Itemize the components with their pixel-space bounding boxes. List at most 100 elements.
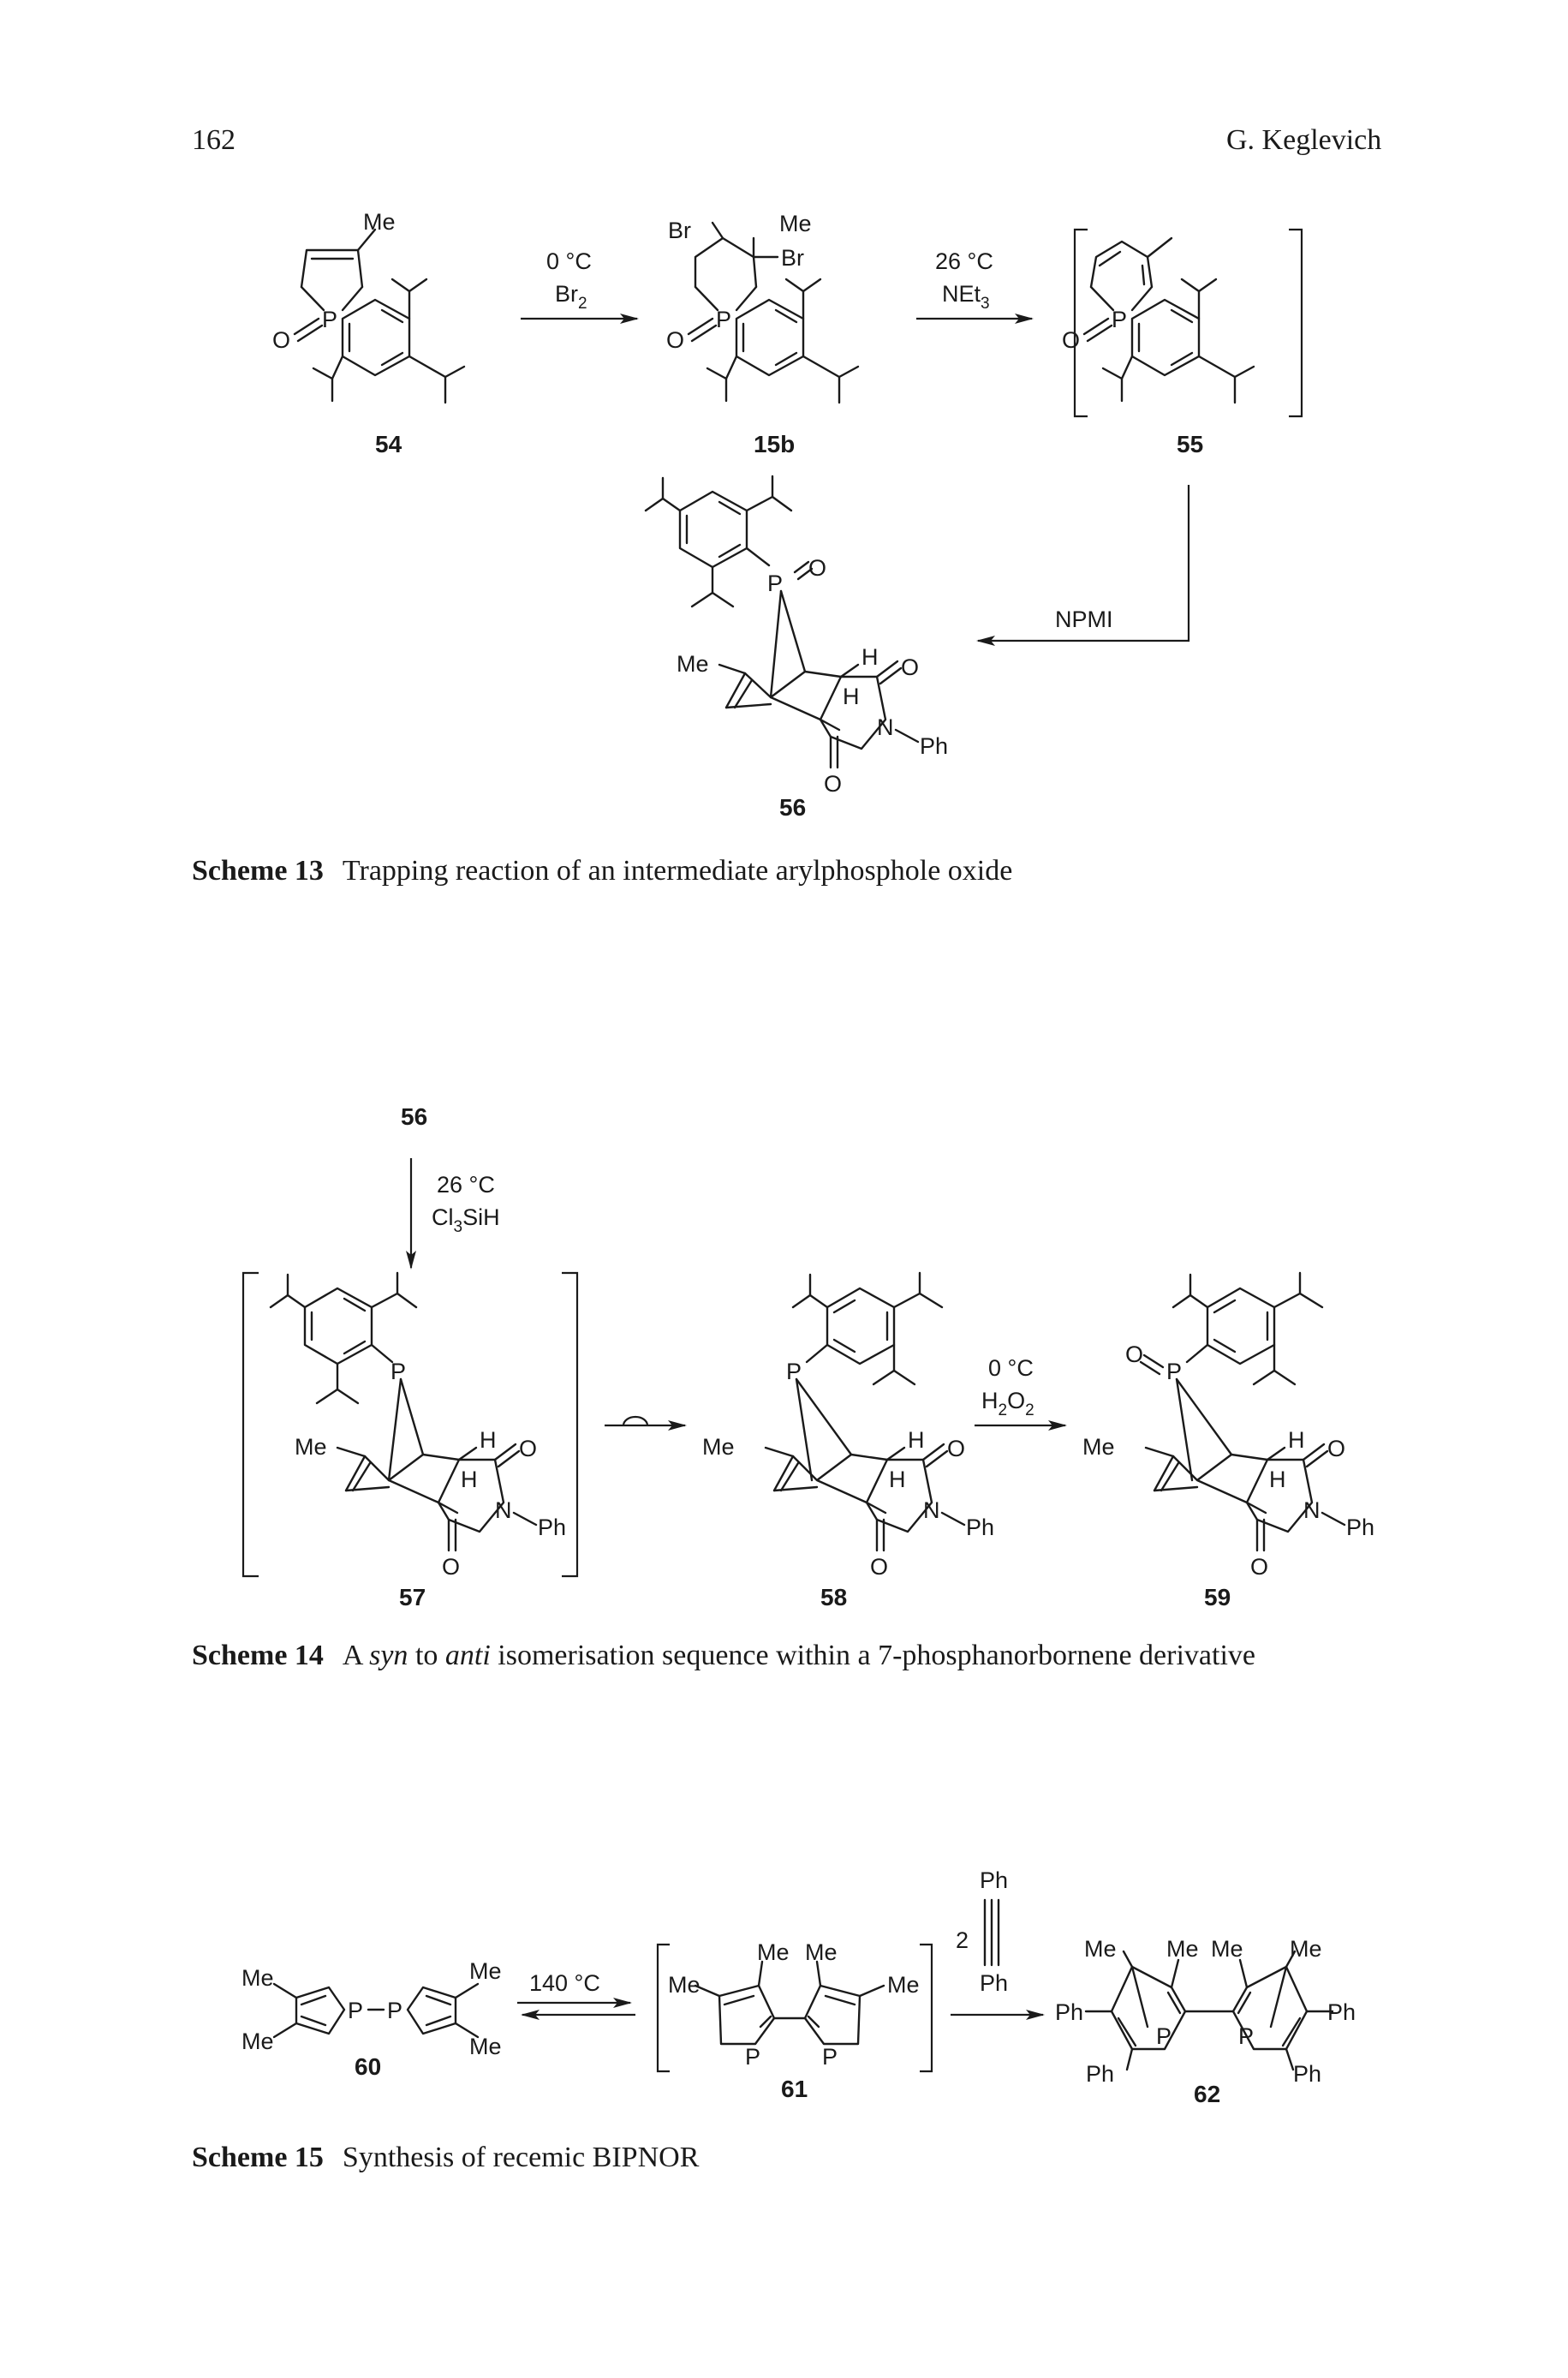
atom-me: Me <box>702 1434 735 1460</box>
compound-number-60: 60 <box>355 2053 381 2080</box>
atom-p: P <box>822 2044 838 2070</box>
atom-h: H <box>908 1427 925 1453</box>
atom-o: O <box>1062 327 1080 353</box>
atom-n: N <box>1303 1497 1321 1523</box>
atom-o: O <box>519 1436 537 1461</box>
scheme-15-figure: Me Me P P Me Me 60 140 °C Me Me Me Me P … <box>241 1867 1356 2107</box>
arrow14c-condition-reagent: H2O2 <box>981 1388 1034 1419</box>
scheme-15-caption-text: Synthesis of recemic BIPNOR <box>342 2142 700 2173</box>
atom-p: P <box>348 1998 363 2023</box>
atom-ph: Ph <box>920 733 948 759</box>
scheme-14-figure: 56 26 °C Cl3SiH P Me H H O <box>241 1103 1374 1610</box>
compound-number-54: 54 <box>375 431 402 457</box>
arrow14a-condition-temp: 26 °C <box>437 1172 495 1198</box>
atom-ph: Ph <box>1055 1999 1083 2025</box>
atom-h: H <box>1269 1467 1286 1492</box>
alkyne-ph-top: Ph <box>980 1867 1008 1893</box>
atom-me: Me <box>469 2034 502 2059</box>
atom-me: Me <box>363 209 396 235</box>
compound-number-59: 59 <box>1204 1584 1231 1610</box>
atom-ph: Ph <box>1346 1515 1374 1540</box>
atom-p: P <box>716 307 731 332</box>
alkyne-ph-bottom: Ph <box>980 1970 1008 1996</box>
bracket-left <box>656 1943 670 2073</box>
inversion-loop-icon <box>622 1415 649 1426</box>
bracket-left <box>1073 228 1088 418</box>
compound-58-structure: P Me H H O N Ph O <box>702 1271 994 1580</box>
atom-p: P <box>1112 307 1127 332</box>
atom-h: H <box>862 644 879 670</box>
caption-anti: anti <box>444 1640 491 1671</box>
compound-60-structure: Me Me P P Me Me <box>241 1958 502 2059</box>
atom-me: Me <box>805 1939 838 1965</box>
atom-o: O <box>870 1554 888 1580</box>
atom-h: H <box>889 1467 906 1492</box>
atom-o: O <box>824 771 842 797</box>
atom-o: O <box>1250 1554 1268 1580</box>
atom-me: Me <box>241 1965 274 1991</box>
compound-number-15b: 15b <box>754 431 795 457</box>
atom-p: P <box>387 1998 402 2023</box>
arrow13b-condition-reagent: NEt3 <box>942 281 990 313</box>
atom-ph: Ph <box>1327 1999 1356 2025</box>
atom-p: P <box>1166 1359 1182 1384</box>
scheme-14-caption-text: isomerisation sequence within a 7-phosph… <box>490 1640 1255 1671</box>
atom-me: Me <box>1082 1434 1115 1460</box>
atom-p: P <box>1156 2023 1172 2049</box>
scheme-13-caption: Scheme 13 Trapping reaction of an interme… <box>192 855 1012 887</box>
atom-me: Me <box>677 651 709 677</box>
atom-o: O <box>1125 1341 1143 1367</box>
atom-o: O <box>1327 1436 1345 1461</box>
compound-number-56: 56 <box>779 794 806 821</box>
compound-15b-structure: Br Me Br P O <box>666 211 860 404</box>
bracket-right <box>1289 228 1303 418</box>
atom-me: Me <box>1084 1936 1117 1962</box>
atom-ph: Ph <box>1293 2061 1321 2087</box>
atom-p: P <box>391 1359 406 1384</box>
atom-me: Me <box>1166 1936 1199 1962</box>
compound-62-structure: Me Me Me Me Ph P P Ph Ph Ph <box>1055 1936 1356 2087</box>
arrow15a-condition: 140 °C <box>529 1970 600 1996</box>
compound-55-structure: P O <box>1062 236 1255 404</box>
caption-syn: syn <box>369 1640 408 1671</box>
atom-o: O <box>901 654 919 680</box>
atom-o: O <box>442 1554 460 1580</box>
compound-54-structure: Me P O <box>272 209 466 404</box>
atom-me: Me <box>887 1972 920 1998</box>
compound-number-55: 55 <box>1177 431 1203 457</box>
atom-p: P <box>745 2044 760 2070</box>
compound-59-structure: O P Me H H O N Ph O <box>1082 1271 1374 1580</box>
compound-number-56-start: 56 <box>401 1103 427 1130</box>
atom-p: P <box>1238 2023 1254 2049</box>
arrow13a-condition-reagent: Br2 <box>555 281 587 313</box>
atom-o: O <box>272 327 290 353</box>
atom-h: H <box>843 684 860 709</box>
atom-o: O <box>666 327 684 353</box>
atom-ph: Ph <box>538 1515 566 1540</box>
compound-number-62: 62 <box>1194 2081 1220 2107</box>
scheme-13-caption-label: Scheme 13 <box>192 855 324 887</box>
compound-61-structure: Me Me Me Me P P <box>668 1939 920 2070</box>
scheme-15-caption: Scheme 15 Synthesis of recemic BIPNOR <box>192 2142 699 2174</box>
atom-br: Br <box>781 245 804 271</box>
arrow14a-condition-reagent: Cl3SiH <box>432 1204 500 1236</box>
atom-me: Me <box>1290 1936 1322 1962</box>
bracket-right <box>920 1943 933 2073</box>
atom-me: Me <box>668 1972 701 1998</box>
scheme-14-caption-text: A <box>342 1640 370 1671</box>
atom-h: H <box>461 1467 478 1492</box>
compound-number-58: 58 <box>820 1584 847 1610</box>
reagent-coefficient: 2 <box>956 1927 969 1953</box>
scheme-13-caption-text: Trapping reaction of an intermediate ary… <box>342 855 1013 887</box>
scheme-15-caption-label: Scheme 15 <box>192 2142 324 2173</box>
arrow13c-reagent: NPMI <box>1055 606 1113 632</box>
arrow13a-condition-temp: 0 °C <box>546 248 592 274</box>
atom-h: H <box>480 1427 497 1453</box>
arrow13b-condition-temp: 26 °C <box>935 248 993 274</box>
compound-number-57: 57 <box>399 1584 426 1610</box>
scheme-14-caption-text: to <box>408 1640 445 1671</box>
reaction-arrow-13c <box>976 485 1190 646</box>
compound-number-61: 61 <box>781 2076 808 2102</box>
atom-o: O <box>947 1436 965 1461</box>
